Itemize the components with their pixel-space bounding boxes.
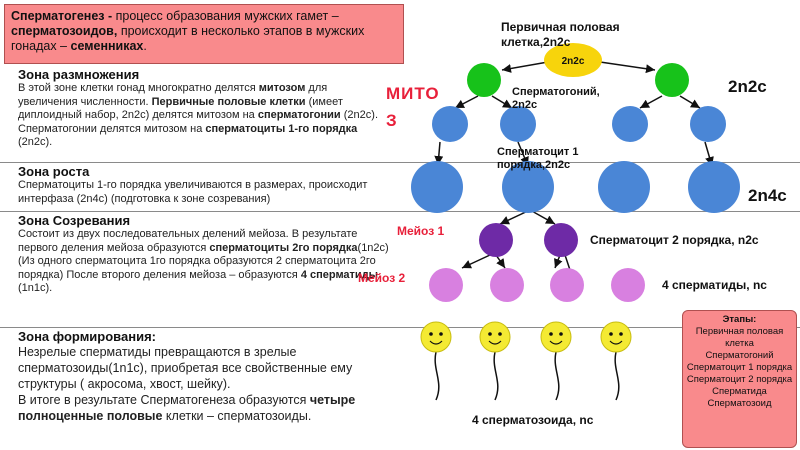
spermatogonia-label: Сперматогоний, 2n2c <box>512 86 627 112</box>
meiosis1-label: Мейоз 1 <box>397 222 447 240</box>
spermatocyte1-label: Сперматоцит 1 порядка,2n2c <box>497 146 607 172</box>
stage-item: Сперматоцит 1 порядка <box>686 362 793 374</box>
spermatids-label: 4 сперматиды, nc <box>662 278 777 293</box>
spermatogonium-cell <box>690 106 726 142</box>
arrow <box>492 96 512 108</box>
arrow <box>680 96 700 108</box>
ploidy-2n4c-label: 2n4c <box>748 186 787 206</box>
stage-item: Первичная половая клетка <box>686 326 793 350</box>
spermatozoon-head <box>421 322 451 352</box>
spermatocyte2-label: Сперматоцит 2 порядка, n2c <box>590 233 780 248</box>
stage-item: Сперматоцит 2 порядка <box>686 374 793 386</box>
arrow <box>462 255 490 268</box>
primary-cell-label: Первичная половая клетка,2n2c <box>501 20 631 50</box>
spermatid-cell <box>611 268 645 302</box>
arrow <box>555 255 560 268</box>
primary-spermatocyte-cell <box>688 161 740 213</box>
stages-title: Этапы: <box>686 314 793 326</box>
mitosis-label: МИТО З <box>386 80 446 134</box>
secondary-spermatocyte-cell <box>544 223 578 257</box>
spermatid-cell <box>429 268 463 302</box>
arrow <box>600 62 655 70</box>
stages-box: Этапы: Первичная половая клетка Спермато… <box>682 310 797 448</box>
arrow <box>502 62 548 70</box>
spermatid-cell <box>550 268 584 302</box>
spermatozoon-head <box>541 322 571 352</box>
primary-spermatocyte-cell <box>411 161 463 213</box>
arrow <box>455 96 478 108</box>
spermatozoa-label: 4 сперматозоида, nc <box>472 412 612 428</box>
stage-item: Сперматозоид <box>686 398 793 410</box>
arrow <box>640 96 662 108</box>
spermatozoon <box>435 352 439 400</box>
spermatozoon-head <box>480 322 510 352</box>
spermatogonium-cell <box>467 63 501 97</box>
spermatid-cell <box>490 268 524 302</box>
spermatogonium-cell <box>655 63 689 97</box>
meiosis2-label: Мейоз 2 <box>358 269 406 287</box>
secondary-spermatocyte-cell <box>479 223 513 257</box>
arrow <box>496 255 505 268</box>
ploidy-2n2c-label: 2n2c <box>728 77 767 97</box>
stage-item: Сперматида <box>686 386 793 398</box>
spermatozoon-head <box>601 322 631 352</box>
primary-cell-ploidy: 2n2c <box>562 56 585 67</box>
stage-item: Сперматогоний <box>686 350 793 362</box>
